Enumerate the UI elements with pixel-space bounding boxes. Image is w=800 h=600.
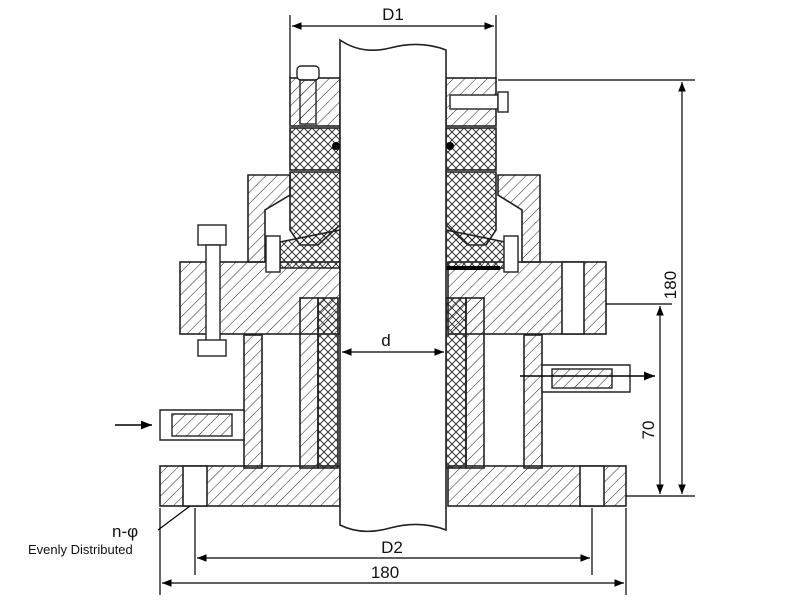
height-180-label: 180 [661,271,680,299]
inner-liner-right [465,297,485,469]
stationary-ring-left [279,229,341,269]
width-180-label: 180 [371,563,399,582]
stationary-ring-right [445,229,506,269]
seal-ball-right [446,142,454,150]
inner-sleeve-right [445,297,467,469]
gland-housing-right [497,174,541,263]
shaft [339,38,447,533]
cap-screw-top-right [449,94,499,110]
nozzles [159,364,631,441]
base-bolt-hole-left [182,465,208,507]
set-screw-right [503,235,519,273]
seal-ring-left [289,127,341,171]
holes-label: n-φ [112,522,138,541]
height-70-label: 70 [639,421,658,440]
chamber-wall-right [523,334,543,469]
dimension-lines [157,15,695,595]
set-screw-left [265,235,281,273]
housing [159,77,627,507]
inner-liner-left [299,297,319,469]
holes-leader [157,505,191,531]
chamber-wall-left [243,334,263,469]
base-bolt-hole-right [579,465,605,507]
d2-label: D2 [381,538,403,557]
holes-note-label: Evenly Distributed [28,542,133,557]
bolts [197,65,519,357]
d-label: d [381,331,390,350]
stud-bolt-left [197,224,227,246]
d1-label: D1 [382,5,404,24]
cap-screw-top-left [296,65,320,81]
seal-ball-left [332,142,340,150]
middle-flange-hole-right [561,261,585,335]
seal-ring-right [445,127,497,171]
inner-sleeve-left [317,297,339,469]
